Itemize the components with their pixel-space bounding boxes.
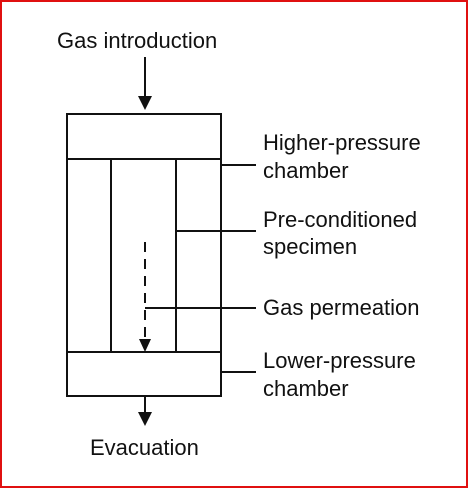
higher-chamber-label-line2: chamber: [263, 158, 349, 183]
higher-chamber-label-line1: Higher-pressure: [263, 130, 421, 155]
inlet-arrow-icon: [138, 57, 152, 110]
evacuation-arrow-icon: [138, 396, 152, 426]
specimen-label-line2: specimen: [263, 234, 357, 259]
apparatus-body: [66, 113, 222, 397]
evacuation-label: Evacuation: [90, 435, 199, 460]
permeation-arrow-icon: [139, 242, 151, 352]
specimen-label-line1: Pre-conditioned: [263, 207, 417, 232]
lower-chamber-label-line1: Lower-pressure: [263, 348, 416, 373]
lower-chamber-label-line2: chamber: [263, 376, 349, 401]
permeation-label: Gas permeation: [263, 295, 420, 320]
gas-introduction-label: Gas introduction: [57, 28, 217, 53]
